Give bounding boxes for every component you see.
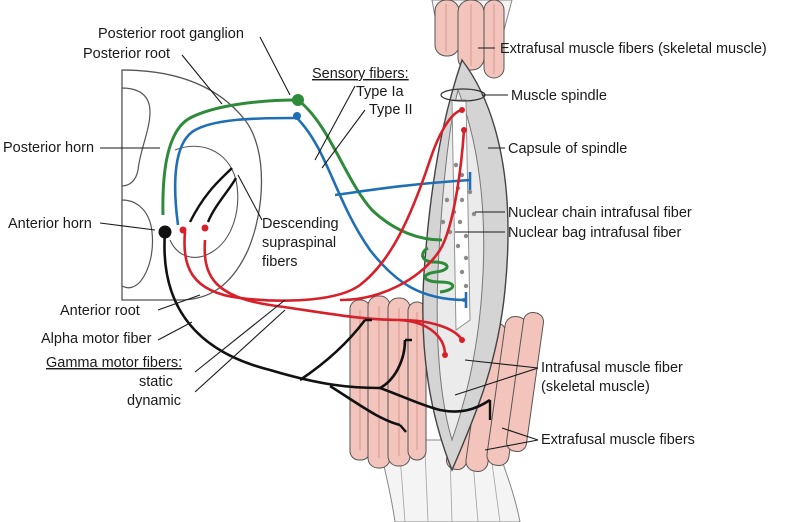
- type-ii-sensory-fiber: [161, 98, 455, 294]
- label-capsule-of-spindle: Capsule of spindle: [508, 141, 627, 157]
- spinal-cord-section: [121, 69, 263, 301]
- type-ia-ganglion-cell: [293, 112, 301, 120]
- label-anterior-horn: Anterior horn: [8, 216, 92, 232]
- label-posterior-root-ganglion: Posterior root ganglion: [98, 26, 244, 42]
- label-posterior-horn: Posterior horn: [3, 140, 94, 156]
- extrafusal-fibers-top: [434, 0, 505, 79]
- label-descending-1: Descending: [262, 216, 339, 232]
- label-intrafusal-1: Intrafusal muscle fiber: [541, 360, 683, 376]
- label-gamma-motor-fibers: Gamma motor fibers:: [46, 355, 182, 371]
- gamma-motor-fibers: [183, 108, 466, 356]
- leader-lines: [99, 36, 539, 451]
- type-ia-endings: [464, 172, 472, 308]
- type-ia-sensory-fiber: [173, 116, 471, 302]
- alpha-motor-neuron: [158, 225, 172, 239]
- alpha-motor-endings: [365, 318, 492, 433]
- label-extrafusal-skeletal: Extrafusal muscle fibers (skeletal muscl…: [500, 41, 767, 57]
- label-descending-2: supraspinal: [262, 235, 336, 251]
- label-sensory-fibers: Sensory fibers:: [312, 66, 409, 82]
- alpha-motor-fiber: [163, 231, 491, 427]
- label-descending-3: fibers: [262, 254, 297, 270]
- gamma-motor-endings: [179, 107, 467, 358]
- label-type-ii: Type II: [369, 102, 413, 118]
- descending-supraspinal-fibers: [188, 167, 238, 223]
- type-ii-ganglion-cell: [292, 94, 304, 106]
- label-alpha-motor-fiber: Alpha motor fiber: [41, 331, 152, 347]
- label-nuclear-chain: Nuclear chain intrafusal fiber: [508, 205, 692, 221]
- label-gamma-dynamic: dynamic: [127, 393, 181, 409]
- label-muscle-spindle: Muscle spindle: [511, 88, 607, 104]
- extrafusal-fibers-bottom-left: [349, 295, 427, 469]
- muscle-spindle: [422, 58, 509, 472]
- label-extrafusal-fibers: Extrafusal muscle fibers: [541, 432, 695, 448]
- label-intrafusal-2: (skeletal muscle): [541, 379, 650, 395]
- label-posterior-root: Posterior root: [83, 46, 170, 62]
- label-nuclear-bag: Nuclear bag intrafusal fiber: [508, 225, 681, 241]
- label-anterior-root: Anterior root: [60, 303, 140, 319]
- label-type-ia: Type Ia: [356, 84, 404, 100]
- label-gamma-static: static: [139, 374, 173, 390]
